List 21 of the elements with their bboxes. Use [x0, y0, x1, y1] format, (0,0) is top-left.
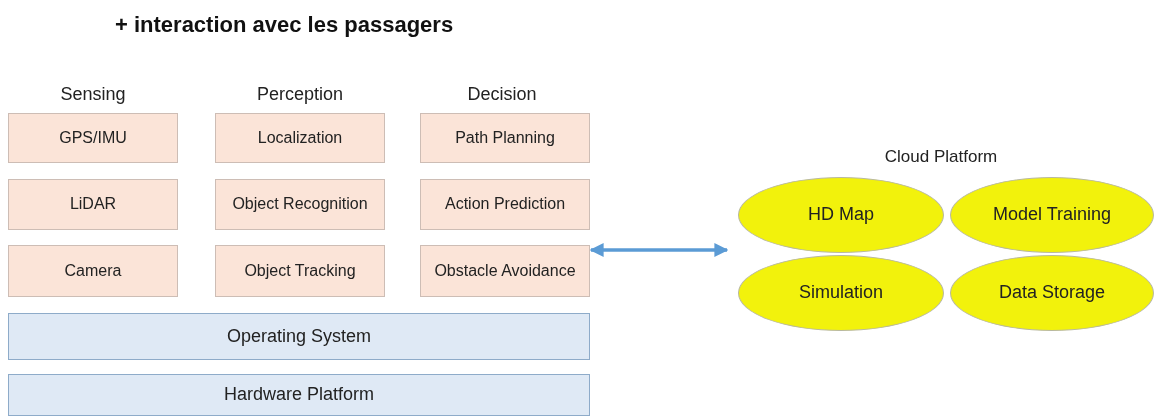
process-box: Path Planning — [420, 113, 590, 163]
ellipse-node: Simulation — [738, 255, 944, 331]
layer-bar: Hardware Platform — [8, 374, 590, 416]
process-box: Object Tracking — [215, 245, 385, 297]
ellipse-node: Data Storage — [950, 255, 1154, 331]
process-box: Action Prediction — [420, 179, 590, 230]
group-heading: Cloud Platform — [883, 146, 999, 168]
ellipse-node: Model Training — [950, 177, 1154, 253]
process-box: GPS/IMU — [8, 113, 178, 163]
double-arrow — [589, 243, 729, 257]
process-box: Object Recognition — [215, 179, 385, 230]
column-heading: Decision — [467, 84, 537, 105]
column-heading: Sensing — [60, 84, 126, 105]
process-box: Camera — [8, 245, 178, 297]
title: + interaction avec les passagers — [115, 12, 454, 38]
column-heading: Perception — [256, 84, 344, 105]
layer-bar: Operating System — [8, 313, 590, 360]
process-box: Obstacle Avoidance — [420, 245, 590, 297]
process-box: LiDAR — [8, 179, 178, 230]
process-box: Localization — [215, 113, 385, 163]
ellipse-node: HD Map — [738, 177, 944, 253]
